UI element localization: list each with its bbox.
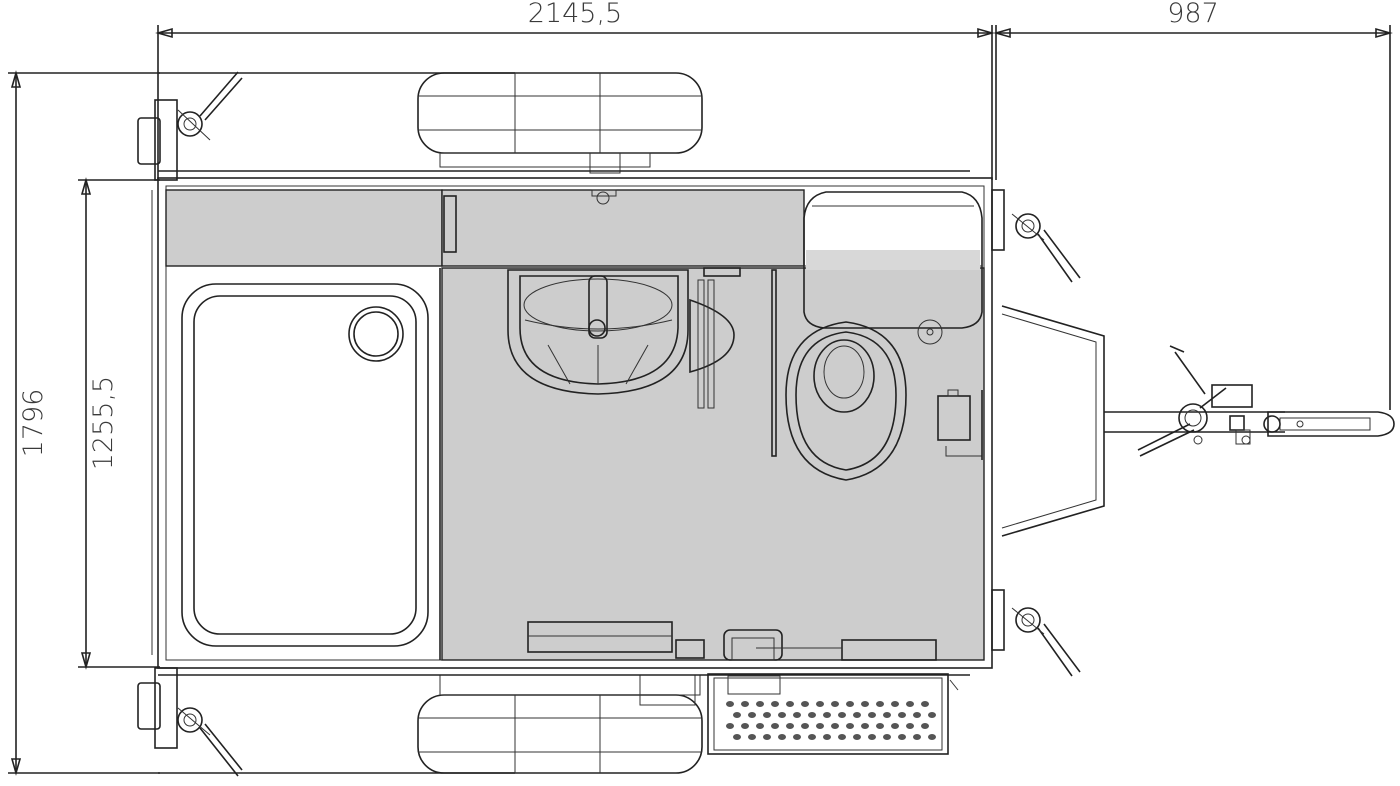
shower-drain-icon	[348, 306, 404, 362]
step-hole	[793, 734, 801, 740]
step-hole	[831, 723, 839, 729]
step-hole	[906, 723, 914, 729]
step-hole	[726, 701, 734, 707]
faucet-icon	[588, 275, 608, 339]
step-hole	[891, 701, 899, 707]
step-hole	[763, 734, 771, 740]
step-hole	[816, 701, 824, 707]
washbasin	[507, 267, 741, 409]
step-hole	[823, 712, 831, 718]
step-hole	[801, 723, 809, 729]
step-hole	[906, 701, 914, 707]
dimension-overall-width: 1796	[8, 70, 160, 776]
step-hole	[778, 712, 786, 718]
drawbar-length-label: 987	[1167, 0, 1219, 29]
step-hole	[846, 723, 854, 729]
step-hole	[891, 723, 899, 729]
overall-length-label: 2145,5	[528, 0, 622, 29]
step-hole	[921, 723, 929, 729]
step-hole	[868, 712, 876, 718]
step-hole	[733, 734, 741, 740]
step-hole	[748, 712, 756, 718]
step-hole	[793, 712, 801, 718]
step-hole	[838, 712, 846, 718]
step-hole	[898, 712, 906, 718]
dimension-drawbar-length: 987	[993, 0, 1393, 410]
dimension-overall-length: 2145,5	[155, 0, 995, 180]
top-cabinets	[165, 189, 805, 267]
step-hole	[838, 734, 846, 740]
jockey-wheel-icon	[1137, 345, 1253, 457]
step-hole	[853, 734, 861, 740]
step-hole	[883, 734, 891, 740]
jack-rear-bottom	[137, 667, 243, 777]
step-hole	[868, 734, 876, 740]
step-hole	[846, 701, 854, 707]
step-hole	[853, 712, 861, 718]
body-width-label: 1255,5	[88, 376, 119, 470]
step-hole	[756, 723, 764, 729]
drawbar	[1001, 305, 1285, 537]
step-hole	[823, 734, 831, 740]
paper-holder-icon	[937, 389, 983, 460]
step-hole	[913, 734, 921, 740]
step-hole	[861, 723, 869, 729]
step-hole	[876, 701, 884, 707]
entry-step	[707, 673, 959, 755]
bottom-wheel	[158, 674, 703, 774]
jack-rear-top	[137, 71, 243, 181]
step-hole	[801, 701, 809, 707]
step-hole	[928, 712, 936, 718]
step-hole	[786, 723, 794, 729]
step-hole	[928, 734, 936, 740]
step-hole	[861, 701, 869, 707]
step-hole	[808, 734, 816, 740]
step-hole	[921, 701, 929, 707]
top-wheel	[158, 72, 703, 174]
jack-front-top	[991, 189, 1081, 283]
overall-width-label: 1796	[18, 389, 49, 458]
step-hole	[733, 712, 741, 718]
step-hole	[741, 701, 749, 707]
step-hole	[771, 723, 779, 729]
hitch-coupling	[1263, 411, 1395, 437]
shower-tray	[181, 268, 441, 660]
step-hole	[831, 701, 839, 707]
dimension-body-width: 1255,5	[78, 177, 160, 670]
step-hole	[808, 712, 816, 718]
step-hole	[898, 734, 906, 740]
step-hole	[786, 701, 794, 707]
step-hole	[748, 734, 756, 740]
step-hole	[771, 701, 779, 707]
step-hole	[913, 712, 921, 718]
toilet	[771, 191, 983, 481]
step-hole	[741, 723, 749, 729]
bottom-fittings	[527, 621, 937, 661]
step-hole	[763, 712, 771, 718]
jack-front-bottom	[991, 589, 1081, 677]
step-hole	[816, 723, 824, 729]
step-hole	[778, 734, 786, 740]
step-hole	[726, 723, 734, 729]
step-hole	[876, 723, 884, 729]
floor-area	[441, 267, 985, 661]
step-hole	[883, 712, 891, 718]
step-hole	[756, 701, 764, 707]
